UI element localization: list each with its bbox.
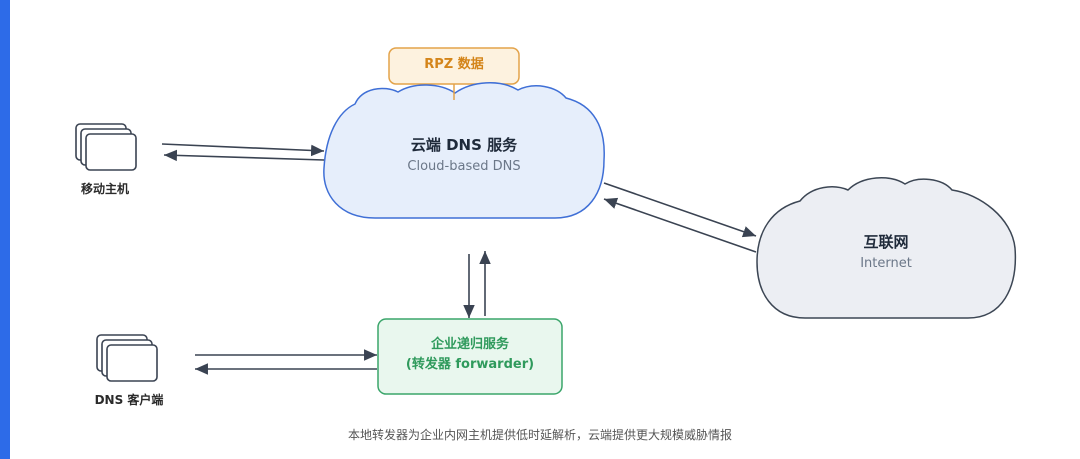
arrow-internet-to-cloud — [603, 197, 757, 253]
cloud-dns-shape — [323, 82, 605, 219]
cloud-dns-title: 云端 DNS 服务 — [410, 136, 518, 154]
forwarder-line2: (转发器 forwarder) — [405, 357, 535, 372]
arrow-mobile-to-cloud — [161, 143, 325, 157]
dns-client-icon — [96, 334, 158, 382]
rpz-label: RPZ 数据 — [424, 57, 484, 72]
mobile-host-label: 移动主机 — [80, 182, 129, 196]
internet-title: 互联网 — [863, 233, 909, 251]
caption: 本地转发器为企业内网主机提供低时延解析，云端提供更大规模威胁情报 — [347, 428, 732, 442]
mobile-host-icon — [75, 123, 137, 171]
cloud-dns-subtitle: Cloud-based DNS — [407, 159, 521, 174]
forwarder-label: 企业递归服务 (转发器 forwarder) — [378, 319, 562, 375]
forwarder-box — [377, 318, 563, 395]
internet-subtitle: Internet — [860, 256, 912, 271]
dns-client-label: DNS 客户端 — [94, 393, 164, 407]
forwarder-line1: 企业递归服务 — [430, 337, 509, 352]
internet-cloud-shape — [756, 177, 1017, 319]
arrow-cloud-to-internet — [603, 182, 757, 238]
arrow-cloud-to-mobile — [163, 149, 325, 162]
accent-bar — [0, 0, 10, 459]
